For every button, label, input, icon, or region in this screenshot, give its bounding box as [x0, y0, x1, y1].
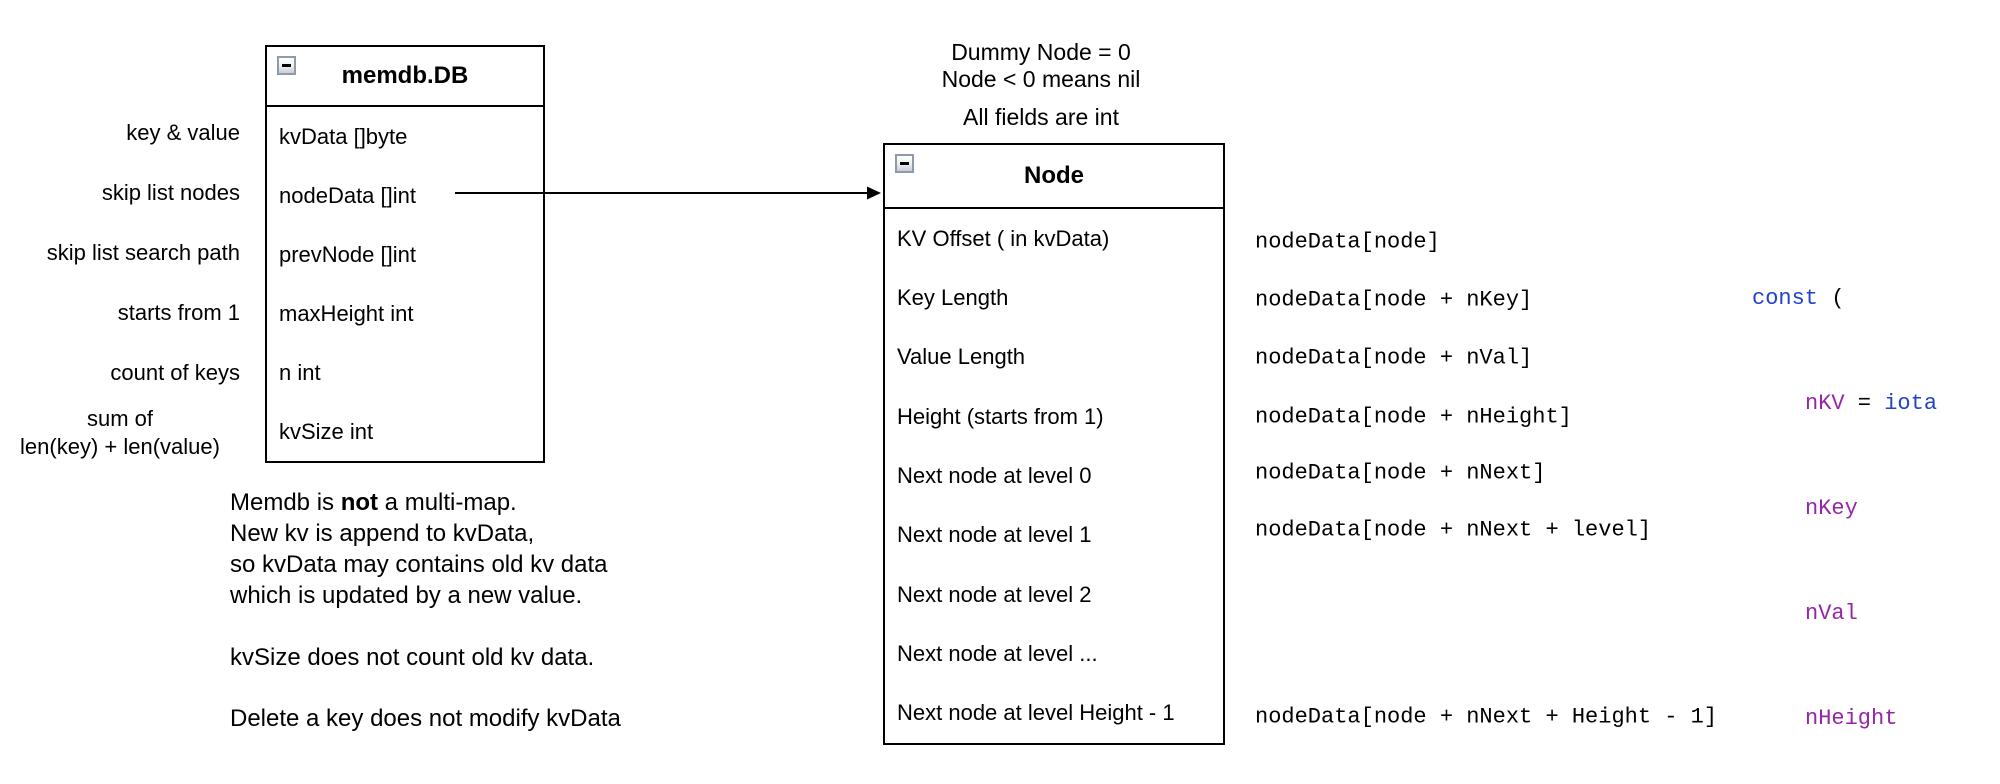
node-field-kv-offset: KV Offset ( in kvData)	[897, 225, 1110, 251]
label-sum-of: sum of	[86, 406, 154, 431]
memdb-field-maxheight: maxHeight int	[279, 300, 414, 326]
const-name-nheight: nHeight	[1805, 706, 1898, 731]
node-field-list: KV Offset ( in kvData) Key Length Value …	[885, 209, 1223, 743]
code-ref-value-length: nodeData[node + nVal]	[1255, 345, 1533, 371]
note-bold-not: not	[340, 489, 379, 516]
collapse-minus-icon[interactable]	[277, 56, 296, 75]
label-key-value: key & value	[126, 120, 240, 145]
note-line-multimap: Memdb is not a multi-map.	[230, 489, 517, 516]
node-title: Node	[1024, 162, 1084, 189]
memdb-db-title: memdb.DB	[341, 62, 469, 89]
const-equals: =	[1844, 391, 1885, 416]
const-open-paren: (	[1818, 286, 1845, 311]
label-starts-from-1: starts from 1	[117, 300, 240, 325]
memdb-db-field-list: kvData []byte nodeData []int prevNode []…	[267, 107, 543, 461]
memdb-field-nodedata: nodeData []int	[279, 182, 416, 208]
node-general-note: Dummy Node = 0 Node < 0 means nil All fi…	[942, 39, 1141, 131]
const-iota-keyword: iota	[1884, 391, 1938, 416]
const-open-line: const (	[1752, 281, 1937, 316]
code-ref-next-level-n: nodeData[node + nNext + level]	[1255, 517, 1652, 543]
memdb-db-header: memdb.DB	[267, 47, 543, 107]
memdb-notes: Memdb is not a multi-map. New kv is appe…	[230, 487, 621, 734]
node-field-key-length: Key Length	[897, 284, 1009, 310]
go-const-block: const ( nKV = iota nKey nVal nHeight nNe…	[1752, 211, 1937, 784]
memdb-field-prevnode: prevNode []int	[279, 241, 416, 267]
code-ref-kv-offset: nodeData[node]	[1255, 229, 1440, 255]
node-class-box: Node KV Offset ( in kvData) Key Length V…	[883, 143, 1225, 745]
node-field-next-level-1: Next node at level 1	[897, 522, 1092, 548]
node-field-next-level-2: Next node at level 2	[897, 581, 1092, 607]
memdb-db-class-box: memdb.DB kvData []byte nodeData []int pr…	[265, 45, 545, 463]
note-line-append: New kv is append to kvData,	[230, 520, 535, 547]
const-name-nkey: nKey	[1805, 496, 1858, 521]
node-field-next-level-0: Next node at level 0	[897, 462, 1092, 488]
note-line-old-data: so kvData may contains old kv data	[230, 551, 608, 578]
const-entry-nkv: nKV = iota	[1752, 386, 1937, 421]
node-header: Node	[885, 145, 1223, 209]
const-keyword: const	[1752, 286, 1819, 311]
note-dummy-node: Dummy Node = 0	[951, 39, 1131, 65]
memdb-field-n: n int	[279, 359, 321, 385]
memdb-field-kvdata: kvData []byte	[279, 123, 408, 149]
const-name-nval: nVal	[1805, 601, 1858, 626]
node-field-height: Height (starts from 1)	[897, 403, 1104, 429]
code-ref-next-level-height-1: nodeData[node + nNext + Height - 1]	[1255, 704, 1718, 730]
memdb-field-kvsize: kvSize int	[279, 418, 374, 444]
code-ref-next-level-0: nodeData[node + nNext]	[1255, 460, 1546, 486]
collapse-minus-icon[interactable]	[895, 154, 914, 173]
note-all-fields-int: All fields are int	[963, 104, 1119, 130]
label-skip-list-search-path: skip list search path	[46, 240, 240, 265]
note-paragraph-kvsize: kvSize does not count old kv data.	[230, 644, 595, 671]
note-paragraph-delete: Delete a key does not modify kvData	[230, 705, 621, 732]
const-name-nkv: nKV	[1805, 391, 1845, 416]
note-paragraph-multimap: Memdb is not a multi-map. New kv is appe…	[230, 487, 621, 611]
label-kvsize-sum: sum of len(key) + len(value)	[0, 405, 240, 461]
note-node-nil: Node < 0 means nil	[941, 66, 1141, 92]
node-field-next-level-height-1: Next node at level Height - 1	[897, 700, 1175, 726]
node-field-next-level-etc: Next node at level ...	[897, 640, 1098, 666]
label-skip-list-nodes: skip list nodes	[101, 180, 240, 205]
code-ref-key-length: nodeData[node + nKey]	[1255, 287, 1533, 313]
nodedata-to-node-arrow	[455, 186, 881, 200]
note-line-updated: which is updated by a new value.	[230, 582, 583, 609]
label-len-key-len-value: len(key) + len(value)	[20, 434, 220, 459]
node-field-value-length: Value Length	[897, 344, 1026, 370]
code-ref-height: nodeData[node + nHeight]	[1255, 404, 1572, 430]
label-count-of-keys: count of keys	[110, 360, 240, 385]
